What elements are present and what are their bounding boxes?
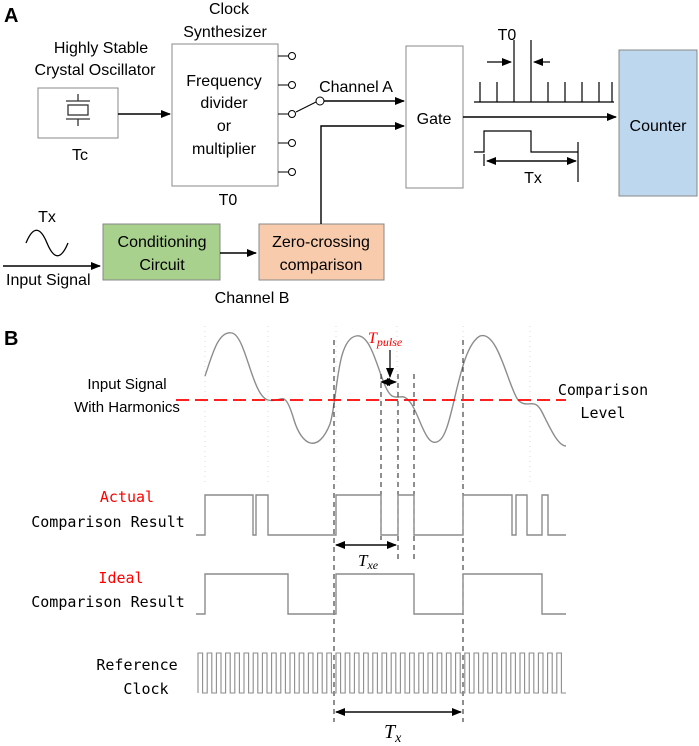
oscillator-title-line2: Crystal Oscillator [35,62,157,79]
zero-crossing-line2: comparison [280,257,363,274]
synth-title-line1: Clock [209,1,250,18]
synth-line4: multiplier [192,141,257,158]
txe-label: Txe [358,551,379,572]
synth-line1: Frequency [186,73,262,90]
txe-sub: xe [366,558,378,572]
input-harmonics-line1: Input Signal [87,376,166,393]
tx-label: Tx [384,721,402,746]
channel-a-label: Channel A [319,79,393,96]
tx-main: T [384,721,397,743]
conditioning-box [102,223,221,281]
synth-box [171,43,279,187]
panel-a-label: A [4,5,18,27]
counter-label: Counter [630,118,688,135]
actual-comparison-waveform [196,494,566,536]
zero-crossing-line1: Zero-crossing [272,234,370,251]
ideal-comparison-waveform [196,573,566,615]
actual-label: Actual [100,488,154,506]
input-label: Input Signal [6,272,91,289]
time-grid [204,326,531,486]
oscillator-title-line1: Highly Stable [54,40,148,57]
zero-crossing-box [258,223,385,281]
ideal-sub: Comparison Result [31,593,185,611]
synth-period: T0 [219,192,238,209]
ref-clock-line2: Clock [123,680,168,698]
ref-clock-line1: Reference [96,656,177,674]
selector-terminals [278,52,325,176]
selector-switch-icon [295,101,317,113]
counter-box [618,49,698,197]
gate-tx-label: Tx [524,170,542,187]
reference-clock-waveform [197,652,566,694]
channel-b-arrow [320,122,405,224]
comparison-level-line1: Comparison [558,381,648,399]
tx-sub: x [394,731,402,746]
input-harmonics-line2: With Harmonics [74,399,180,416]
synth-line2: divider [200,95,248,112]
synth-line3: or [217,118,232,135]
oscillator-period: Tc [72,147,88,164]
channel-b-label: Channel B [215,290,290,307]
ideal-label: Ideal [98,569,143,587]
actual-sub: Comparison Result [31,513,185,531]
t-pulse-main: T [368,330,378,347]
t0-pulse-train [474,40,614,103]
t-pulse-sub: pulse [376,335,403,349]
t-pulse-label: Tpulse [368,330,403,349]
input-signal-waveform [204,332,567,447]
txe-main: T [358,551,369,570]
tx-gate-pulse [474,130,579,182]
conditioning-line2: Circuit [139,257,185,274]
comparison-level-line2: Level [580,404,625,422]
t0-label: T0 [498,27,517,44]
synth-title-line2: Synthesizer [183,24,267,41]
input-period: Tx [38,209,56,226]
panel-b-label: B [4,328,18,350]
conditioning-line1: Conditioning [118,234,207,251]
crystal-icon [66,94,90,126]
gate-label: Gate [417,111,452,128]
sine-wave-icon [25,229,69,257]
